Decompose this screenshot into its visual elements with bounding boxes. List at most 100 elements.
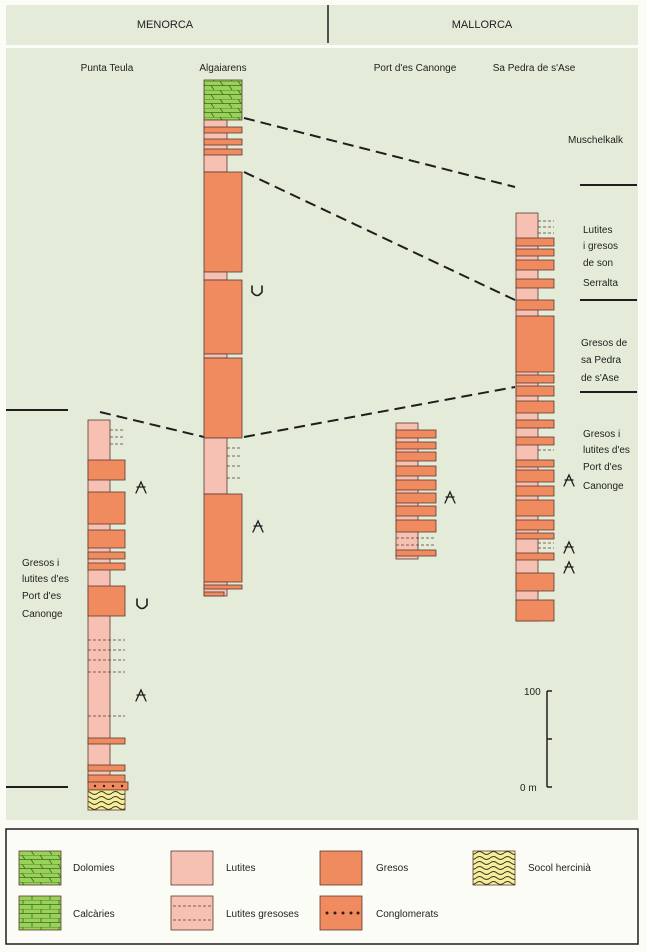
title-port-des-canonge: Port d'es Canonge [374,63,457,74]
footprint-icon [135,473,575,702]
bed-sandstone [515,519,555,531]
bed-sandstone [87,551,126,560]
legend-lutites: Lutites [226,863,255,874]
svg-text:Muschelkalk: Muschelkalk [568,135,624,146]
bed-sandstone [515,299,555,311]
header-band [6,5,638,45]
bed-lutite [203,271,228,281]
bed-sandstone [395,479,437,491]
bed-sandstone [203,279,243,355]
column-sa-pedra [515,212,555,622]
svg-text:Gresos i: Gresos i [22,558,59,569]
bed-sandstone [203,126,243,134]
bed-sandstone [515,436,555,446]
svg-text:Canonge: Canonge [583,481,624,492]
bed-sandstone [515,248,555,257]
bed-sandstone [515,469,555,483]
bed-sandstone [203,584,243,590]
bed-sandstone [515,499,555,517]
unit-pedra: Gresos de sa Pedra de s'Ase [581,338,628,384]
bed-sandstone [515,572,555,592]
conglomerate-dots [93,784,124,788]
column-algaiarens [203,79,243,597]
bed-sandstone [87,774,126,783]
legend-calcaries: Calcàries [73,909,115,920]
bed-sandstone [87,585,126,617]
legend-socol: Socol hercinià [528,863,591,874]
legend-swatch-socol [472,850,516,886]
unit-canonge-left: Gresos i lutites d'es Port d'es Canonge [22,558,69,620]
svg-text:de son: de son [583,258,613,269]
bed-sandstone [395,549,437,557]
legend-swatch-gresos [319,850,363,886]
bed-sandstone [203,171,243,273]
bed-sandstone [203,493,243,583]
svg-text:de s'Ase: de s'Ase [581,373,619,384]
bed-sandstone [203,591,225,597]
bed-sandstone [203,148,243,156]
scale-bar [546,690,552,788]
bed-sandstone [515,315,555,373]
title-punta-teula: Punta Teula [81,63,134,74]
bed-sandstone [395,451,437,462]
bivalve-icon [136,285,263,610]
bed-sandstone [515,485,555,497]
bed-sandstone [515,400,555,414]
bed-sandstone [515,278,555,289]
bed-sandstone [87,562,126,571]
svg-text:i gresos: i gresos [583,241,618,252]
title-algaiarens: Algaiarens [199,63,246,74]
bed-sandstone [515,599,555,622]
bed-sandstone [203,138,243,146]
bed-dolomite [203,79,243,121]
svg-text:Canonge: Canonge [22,609,63,620]
bed-sandstone [515,259,555,271]
svg-text:Port d'es: Port d'es [583,462,622,473]
legend-swatch-lutites-gresoses [170,895,214,931]
bed-sandstone [515,552,555,561]
correlation-lines [99,117,516,438]
bed-sandstone [395,505,437,517]
silty-dashes [88,429,125,717]
header-menorca: MENORCA [137,19,194,31]
bed-sandstone [87,529,126,549]
svg-text:Gresos de: Gresos de [581,338,628,349]
bed-sandstone [395,465,437,477]
title-sa-pedra: Sa Pedra de s'Ase [493,63,576,74]
bed-sandstone [515,374,555,384]
bed-sandstone [395,441,437,450]
bed-sandstone [515,385,555,397]
silty-dashes [538,220,554,549]
header-mallorca: MALLORCA [452,19,513,31]
bed-sandstone [87,491,126,525]
bed-sandstone [515,532,555,540]
scale-top-label: 100 [524,687,541,698]
bed-sandstone [203,357,243,439]
bed-sandstone [515,459,555,468]
scale-bottom-label: 0 m [520,783,537,794]
unit-serralta: Lutites i gresos de son Serralta [583,225,618,289]
bed-sandstone [395,519,437,533]
bed-sandstone [87,737,126,745]
legend-swatch-dolomies [18,850,62,886]
bed-sandstone [87,764,126,772]
column-port-des-canonge [395,422,437,560]
svg-text:lutites d'es: lutites d'es [22,574,69,585]
bed-basement [87,789,126,811]
unit-canonge-right: Gresos i lutites d'es Port d'es Canonge [583,429,630,492]
legend-lutites-gresoses: Lutites gresoses [226,909,299,920]
svg-text:Lutites: Lutites [583,225,612,236]
unit-muschelkalk: Muschelkalk [568,135,624,146]
legend-swatch-lutites [170,850,214,886]
legend: Dolomies Calcàries Lutites Lutites greso… [5,828,639,945]
silty-dashes [396,537,436,546]
silty-dashes [227,447,242,479]
svg-text:Port d'es: Port d'es [22,591,61,602]
legend-conglomerats: Conglomerats [376,909,438,920]
svg-text:lutites d'es: lutites d'es [583,445,630,456]
bed-sandstone [515,237,555,247]
column-punta-teula [87,419,129,811]
legend-gresos: Gresos [376,863,408,874]
svg-text:Gresos i: Gresos i [583,429,620,440]
